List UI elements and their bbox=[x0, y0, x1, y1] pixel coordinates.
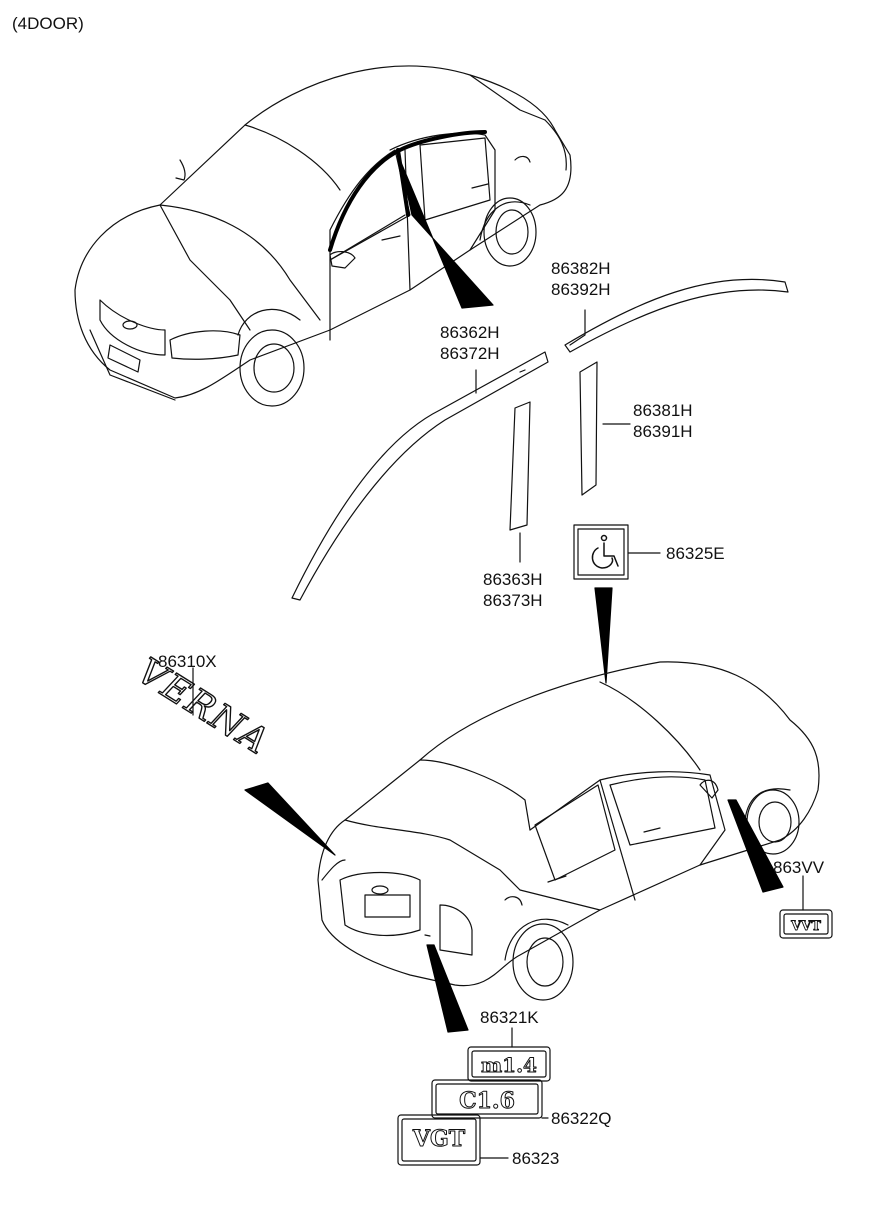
upper-front-molding-part bbox=[291, 351, 549, 601]
upper-rear-molding-part bbox=[564, 278, 789, 353]
diagram-title: (4DOOR) bbox=[12, 14, 84, 33]
svg-text:C1.6: C1.6 bbox=[459, 1088, 515, 1114]
callout-rear-pillar-garnish: 86381H 86391H bbox=[633, 400, 693, 442]
part-number: 86363H bbox=[483, 570, 543, 589]
part-number: 86391H bbox=[633, 422, 693, 441]
callout-rear-emblem-a: 86321K bbox=[480, 1008, 539, 1027]
pointer-wedge-rear bbox=[426, 944, 469, 1033]
part-number: 86392H bbox=[551, 280, 611, 299]
part-number: 86373H bbox=[483, 591, 543, 610]
svg-text:VGT: VGT bbox=[412, 1126, 466, 1152]
front-pillar-garnish-part bbox=[509, 401, 531, 531]
part-number: 86381H bbox=[633, 401, 693, 420]
rear-emblem-b-part: C1.6 bbox=[431, 1079, 543, 1119]
svg-text:VVT: VVT bbox=[790, 919, 821, 934]
part-number: 86382H bbox=[551, 259, 611, 278]
callout-upper-rear-molding: 86382H 86392H bbox=[551, 258, 611, 300]
vvt-emblem-part: VVT bbox=[779, 909, 833, 939]
part-number: 86372H bbox=[440, 344, 500, 363]
car-rear-view bbox=[317, 661, 820, 1001]
callout-rear-emblem-b: 86322Q bbox=[551, 1109, 612, 1128]
svg-text:m1.4: m1.4 bbox=[481, 1053, 537, 1077]
pointer-wedge-vvt bbox=[727, 799, 784, 893]
rear-emblem-c-part: VGT bbox=[397, 1114, 481, 1166]
rear-emblem-a-part: m1.4 bbox=[467, 1046, 551, 1082]
disabled-sticker-part bbox=[573, 524, 629, 580]
wheelchair-icon bbox=[591, 534, 619, 569]
part-number: 86362H bbox=[440, 323, 500, 342]
pointer-wedge-verna bbox=[244, 782, 336, 856]
callout-upper-front-molding: 86362H 86372H bbox=[440, 322, 500, 364]
pointer-wedge-top bbox=[399, 159, 494, 309]
callout-verna-emblem: 86310X bbox=[158, 652, 217, 671]
callout-disabled-sticker: 86325E bbox=[666, 544, 725, 563]
pointer-wedge-sticker bbox=[594, 587, 613, 684]
callout-rear-emblem-c: 86323 bbox=[512, 1149, 560, 1168]
callout-vvt-emblem: 863VV bbox=[773, 858, 825, 877]
rear-pillar-garnish-part bbox=[579, 361, 598, 496]
callout-front-pillar-garnish: 86363H 86373H bbox=[483, 569, 543, 611]
